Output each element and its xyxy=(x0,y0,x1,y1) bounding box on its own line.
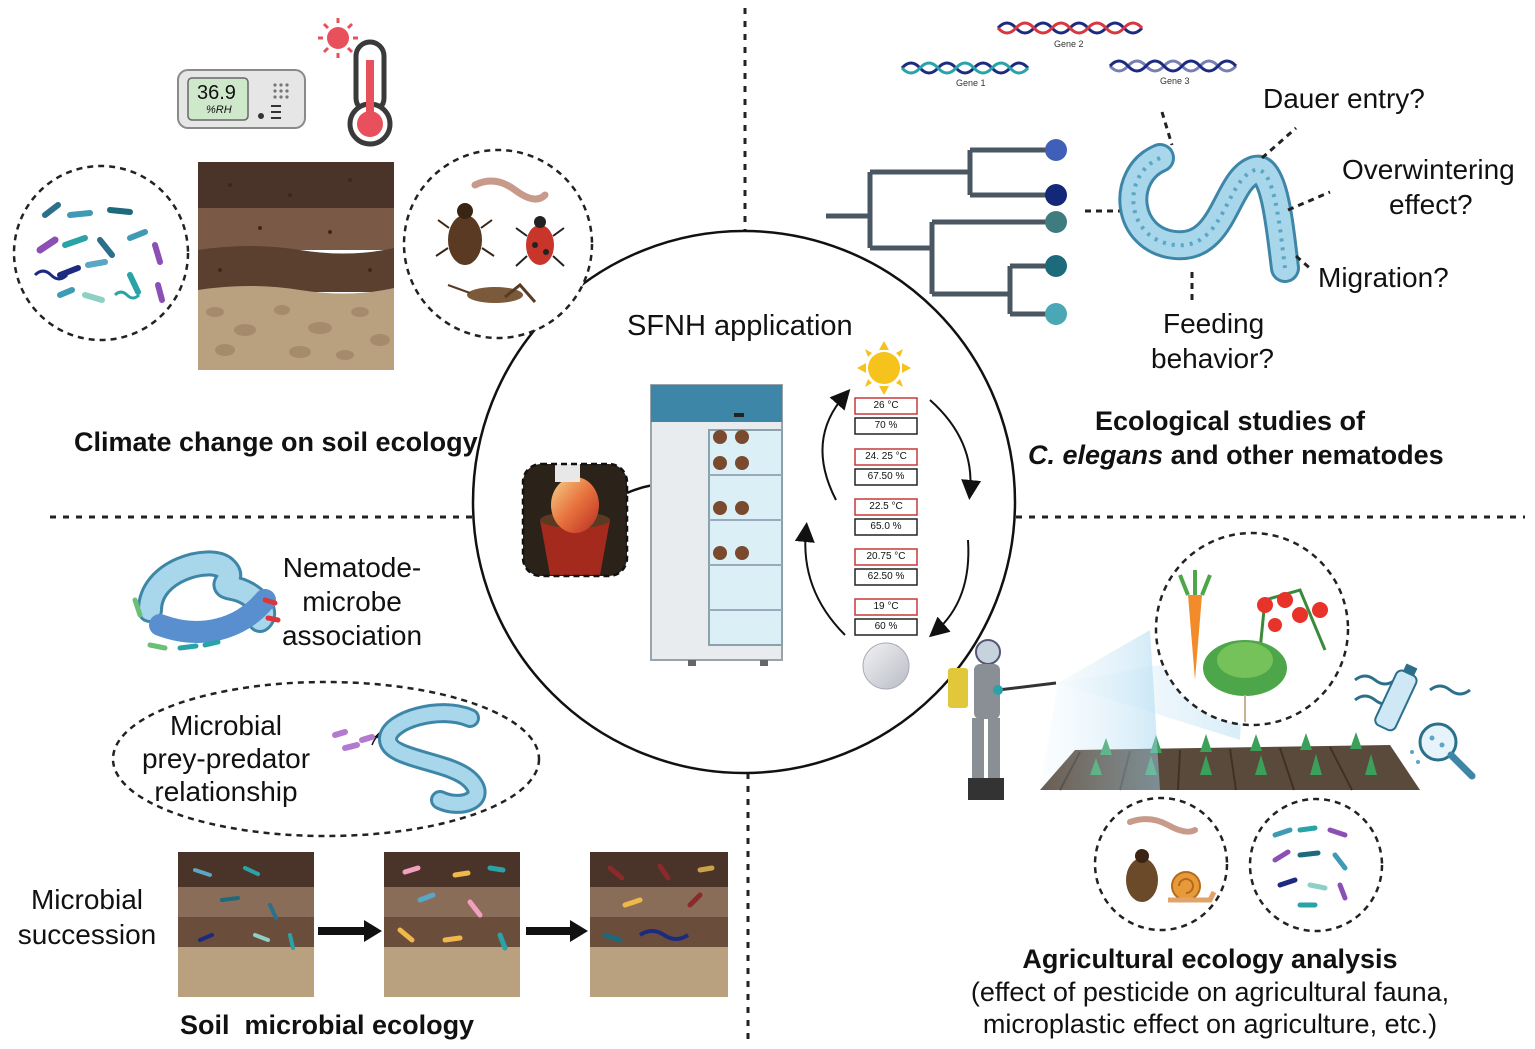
question-overwinter-2: effect? xyxy=(1389,189,1473,220)
hygrometer-value: 36.9 xyxy=(197,82,236,104)
question-leaders xyxy=(1160,111,1331,305)
beetle-icon xyxy=(435,203,495,265)
tomato-icon xyxy=(1257,588,1328,651)
schedule-temp-4: 20.75 °C xyxy=(866,551,906,562)
succession-tile-1 xyxy=(178,852,314,997)
beetle-icon xyxy=(1126,849,1158,902)
worm-icon xyxy=(1127,816,1198,835)
apple-pot-photo xyxy=(521,462,629,578)
prey-line-3: relationship xyxy=(154,776,298,807)
question-feeding-1: Feeding xyxy=(1163,308,1265,339)
schedule-boxes xyxy=(854,397,918,636)
caption-climate: Climate change on soil ecology xyxy=(74,427,478,457)
prey-line-2: prey-predator xyxy=(141,743,311,774)
soil-profile xyxy=(198,162,394,370)
magnifier-icon xyxy=(1410,722,1476,780)
hygrometer-icon xyxy=(177,69,306,129)
carrot-icon xyxy=(1188,595,1202,680)
prey-predator-ellipse xyxy=(111,680,541,838)
schedule-hum-4: 62.50 % xyxy=(867,571,905,582)
caption-agricultural: Agricultural ecology analysis xyxy=(1022,944,1398,974)
microplastic-icons xyxy=(1354,663,1476,780)
succession-arrow xyxy=(318,920,588,942)
prey-line-1: Microbial xyxy=(169,710,283,741)
schedule-hum-5: 60 % xyxy=(874,621,898,632)
sun-icon xyxy=(318,18,358,58)
association-line-2: microbe xyxy=(302,586,402,617)
firebug-icon xyxy=(515,216,565,267)
succession-tile-2 xyxy=(384,852,520,997)
agri-fauna-circle xyxy=(1093,796,1229,932)
question-feeding-2: behavior? xyxy=(1151,343,1274,374)
schedule-hum-2: 67.50 % xyxy=(867,471,905,482)
sun-icon xyxy=(857,341,911,395)
vegetables-circle xyxy=(1154,531,1350,727)
center-title: SFNH application xyxy=(627,310,853,342)
moon-icon xyxy=(862,642,910,690)
nematode-icon xyxy=(378,703,487,814)
schedule-temp-2: 24. 25 °C xyxy=(865,451,907,462)
hygrometer-unit: %RH xyxy=(206,104,232,116)
schedule-temp-3: 22.5 °C xyxy=(869,501,903,512)
cricket-icon xyxy=(447,282,537,303)
schedule-temp-5: 19 °C xyxy=(873,601,899,612)
gene-label-2: Gene 2 xyxy=(1054,39,1084,49)
dna-icon xyxy=(900,21,1238,75)
lettuce-icon xyxy=(1203,640,1287,722)
nematode-icon xyxy=(1118,143,1300,283)
caption-soil-microbial: Soil microbial ecology xyxy=(180,1010,475,1040)
question-migration: Migration? xyxy=(1318,262,1449,293)
schedule-hum-1: 70 % xyxy=(874,420,898,431)
association-line-1: Nematode- xyxy=(282,552,422,583)
worm-icon xyxy=(471,177,549,203)
succession-line-2: succession xyxy=(17,919,157,950)
caption-agricultural-sub-1: (effect of pesticide on agricultural fau… xyxy=(970,977,1450,1007)
schedule-hum-3: 65.0 % xyxy=(870,521,902,532)
question-overwinter-1: Overwintering xyxy=(1342,154,1515,185)
succession-line-1: Microbial xyxy=(30,884,144,915)
species-name: C. elegans xyxy=(1028,440,1164,470)
plastic-bottle-icon xyxy=(1374,663,1418,732)
gene-label-1: Gene 1 xyxy=(956,78,986,88)
caption-ecological-2-rest: and other nematodes xyxy=(1163,440,1444,470)
microbe-community-circle xyxy=(12,164,190,342)
snail-icon xyxy=(1168,871,1217,903)
question-dauer: Dauer entry? xyxy=(1263,83,1425,114)
thermometer-icon xyxy=(347,39,393,147)
gene-label-3: Gene 3 xyxy=(1160,76,1190,86)
phylogenetic-tree xyxy=(826,147,1055,317)
tree-leaf-dots xyxy=(1045,139,1067,325)
sprayer-person-icon xyxy=(948,639,1057,800)
succession-tile-3 xyxy=(590,852,728,997)
soil-fauna-circle xyxy=(402,148,594,340)
growth-chamber-icon xyxy=(650,384,783,666)
association-line-3: association xyxy=(281,620,423,651)
caption-ecological-1: Ecological studies of xyxy=(1094,406,1366,436)
agri-microbe-circle xyxy=(1248,797,1384,933)
nematode-icon xyxy=(132,550,281,651)
caption-ecological-2: C. elegans and other nematodes xyxy=(1028,440,1444,471)
caption-agricultural-sub-2: microplastic effect on agriculture, etc.… xyxy=(982,1009,1438,1039)
schedule-temp-1: 26 °C xyxy=(873,400,899,411)
microbe-prey xyxy=(332,729,375,751)
